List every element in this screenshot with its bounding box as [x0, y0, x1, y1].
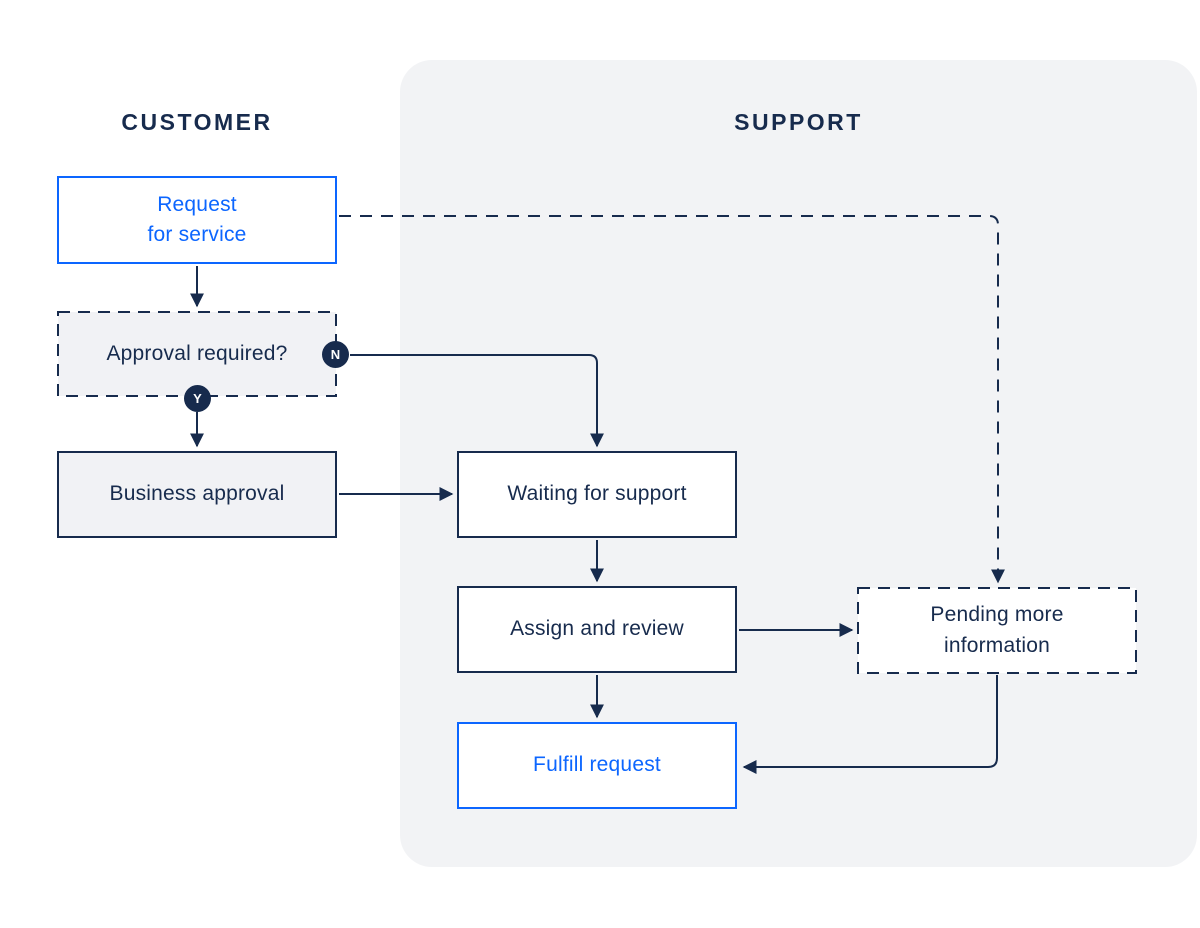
- connector-request-to-pending-dashed: [339, 215, 1005, 584]
- node-pending-more-information: Pending more information: [857, 587, 1137, 674]
- node-approval-required-label: Approval required?: [106, 341, 288, 365]
- node-request-for-service-line2: for service: [147, 223, 247, 246]
- node-request-for-service: Request for service: [57, 176, 337, 264]
- node-pending-more-information-line2: information: [943, 633, 1051, 657]
- node-approval-required: Approval required?: [57, 311, 337, 397]
- lane-heading-customer: CUSTOMER: [121, 108, 273, 135]
- decision-badge-yes: Y: [184, 385, 211, 412]
- lane-heading-support: SUPPORT: [734, 108, 863, 135]
- approval-required-dashed-border: [57, 311, 337, 397]
- node-pending-more-information-line1: Pending more: [930, 603, 1064, 627]
- pending-more-information-dashed-border: [857, 587, 1137, 674]
- node-business-approval: Business approval: [57, 451, 337, 538]
- decision-badge-no: N: [322, 341, 349, 368]
- node-request-for-service-line1: Request: [157, 192, 237, 216]
- connector-pending-to-fulfill: [742, 675, 998, 774]
- node-fulfill-request: Fulfill request: [457, 722, 737, 809]
- node-business-approval-label: Business approval: [109, 482, 285, 506]
- node-assign-and-review: Assign and review: [457, 586, 737, 673]
- node-waiting-for-support-label: Waiting for support: [507, 482, 687, 506]
- node-waiting-for-support: Waiting for support: [457, 451, 737, 538]
- connector-no-to-waiting: [350, 354, 604, 448]
- node-assign-and-review-label: Assign and review: [510, 617, 684, 641]
- node-fulfill-request-label: Fulfill request: [533, 753, 661, 777]
